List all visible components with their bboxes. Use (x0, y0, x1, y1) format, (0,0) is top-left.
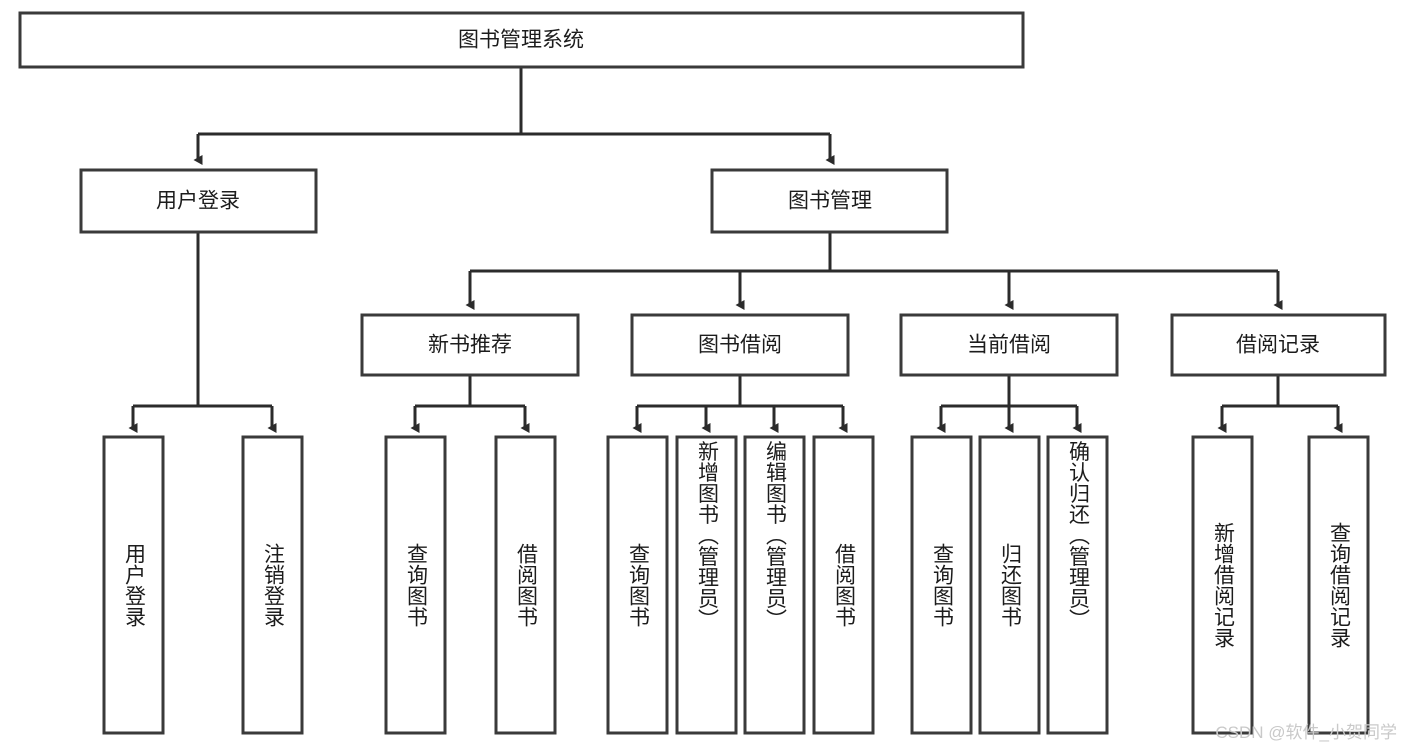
leaf-add-book-label: 新增图书（管理员） (695, 441, 719, 630)
node-borrow-record-box[interactable] (1170, 313, 1387, 377)
leaf-query-book-3-box[interactable] (910, 435, 973, 735)
leaf-query-book-2-box[interactable] (606, 435, 669, 735)
node-book-manage-box[interactable] (710, 168, 949, 234)
leaf-query-book-1-label: 查询图书 (404, 543, 428, 627)
leaf-borrow-book-2[interactable]: 借阅图书 (812, 435, 875, 735)
node-book-borrow-box[interactable] (630, 313, 850, 377)
leaf-add-record-box[interactable] (1191, 435, 1254, 735)
leaf-borrow-book-2-label: 借阅图书 (832, 543, 856, 627)
node-current-borrow-label: 当前借阅 (967, 334, 1051, 357)
leaf-query-book-1-box[interactable] (384, 435, 447, 735)
leaf-return-book-box[interactable] (978, 435, 1041, 735)
leaf-query-book-3[interactable]: 查询图书 (910, 435, 973, 735)
node-user-login[interactable]: 用户登录 (79, 168, 318, 234)
leaf-query-book-2[interactable]: 查询图书 (606, 435, 669, 735)
leaf-edit-book[interactable]: 编辑图书（管理员） (743, 435, 806, 735)
leaf-user-logout-label: 注销登录 (261, 543, 285, 627)
node-borrow-record[interactable]: 借阅记录 (1170, 313, 1387, 377)
leaf-return-book[interactable]: 归还图书 (978, 435, 1041, 735)
node-current-borrow[interactable]: 当前借阅 (899, 313, 1119, 377)
node-new-book-recommend-label: 新书推荐 (428, 334, 512, 357)
node-root-label: 图书管理系统 (458, 29, 584, 52)
leaf-confirm-return[interactable]: 确认归还（管理员） (1046, 435, 1109, 735)
node-book-borrow[interactable]: 图书借阅 (630, 313, 850, 377)
leaf-user-logout-box[interactable] (241, 435, 304, 735)
node-book-borrow-label: 图书借阅 (698, 334, 782, 357)
node-book-manage[interactable]: 图书管理 (710, 168, 949, 234)
leaf-query-book-3-label: 查询图书 (930, 543, 954, 627)
leaf-edit-book-box[interactable] (743, 435, 806, 735)
leaf-user-login-label: 用户登录 (122, 543, 146, 627)
leaf-confirm-return-box[interactable] (1046, 435, 1109, 735)
leaf-query-record-label: 查询借阅记录 (1327, 522, 1351, 648)
node-book-manage-label: 图书管理 (788, 190, 872, 213)
leaf-borrow-book-1-box[interactable] (494, 435, 557, 735)
leaf-add-record-label: 新增借阅记录 (1211, 522, 1235, 648)
leaf-user-logout[interactable]: 注销登录 (241, 435, 304, 735)
node-new-book-recommend[interactable]: 新书推荐 (360, 313, 580, 377)
leaf-borrow-book-1-label: 借阅图书 (514, 543, 538, 627)
leaf-return-book-label: 归还图书 (998, 543, 1022, 627)
leaf-user-login[interactable]: 用户登录 (102, 435, 165, 735)
csdn-watermark: CSDN @软件_小贺同学 (1215, 723, 1397, 742)
leaf-query-book-2-label: 查询图书 (626, 543, 650, 627)
leaf-query-record[interactable]: 查询借阅记录 (1307, 435, 1370, 735)
node-root-box[interactable] (18, 11, 1025, 69)
leaf-query-book-1[interactable]: 查询图书 (384, 435, 447, 735)
leaf-confirm-return-label: 确认归还（管理员） (1066, 441, 1090, 630)
node-current-borrow-box[interactable] (899, 313, 1119, 377)
leaf-query-record-box[interactable] (1307, 435, 1370, 735)
node-new-book-recommend-box[interactable] (360, 313, 580, 377)
node-root[interactable]: 图书管理系统 (18, 11, 1025, 69)
edges-layer (128, 67, 1343, 433)
leaf-add-record[interactable]: 新增借阅记录 (1191, 435, 1254, 735)
node-user-login-label: 用户登录 (156, 190, 240, 213)
leaf-borrow-book-1[interactable]: 借阅图书 (494, 435, 557, 735)
leaf-borrow-book-2-box[interactable] (812, 435, 875, 735)
leaf-add-book[interactable]: 新增图书（管理员） (675, 435, 738, 735)
leaf-edit-book-label: 编辑图书（管理员） (763, 441, 787, 630)
leaf-add-book-box[interactable] (675, 435, 738, 735)
node-user-login-box[interactable] (79, 168, 318, 234)
leaf-user-login-box[interactable] (102, 435, 165, 735)
node-borrow-record-label: 借阅记录 (1236, 334, 1320, 357)
